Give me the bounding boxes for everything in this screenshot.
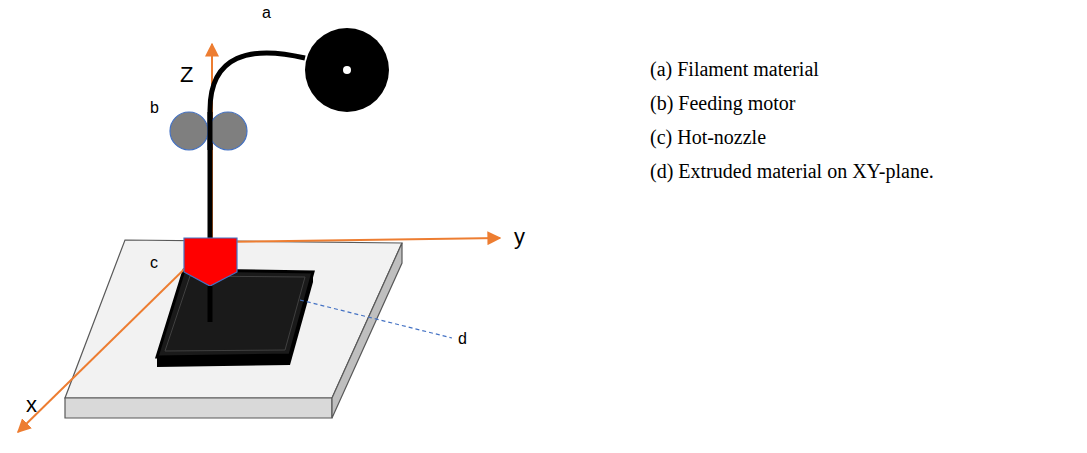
filament (208, 286, 212, 322)
build-plate-front (65, 398, 332, 418)
callout-letter: a (262, 4, 271, 22)
legend-text: (b) Feeding motor (650, 92, 796, 115)
leader-line (300, 300, 452, 338)
extruded-material (157, 270, 313, 357)
axis-label: y (514, 224, 525, 249)
callout-letter: b (150, 99, 159, 117)
x-axis (18, 242, 212, 432)
extrusion-edge (165, 276, 305, 351)
legend-text: (a) Filament material (650, 58, 819, 81)
y-axis (212, 238, 500, 242)
legend-text: (d) Extruded material on XY-plane. (650, 160, 934, 183)
legend-text: (c) Hot-nozzle (650, 126, 766, 149)
spool-hub (343, 66, 351, 74)
hot-nozzle (184, 238, 237, 286)
axis-label: x (26, 392, 37, 417)
filament-spool (305, 28, 389, 112)
feed-roller (209, 112, 247, 150)
build-plate-side (332, 243, 402, 418)
callout-letter: d (458, 330, 467, 348)
feed-roller (170, 112, 208, 150)
filament (208, 112, 213, 150)
filament (210, 53, 305, 322)
axis-label: Z (180, 62, 193, 87)
callout-letter: c (150, 254, 158, 272)
